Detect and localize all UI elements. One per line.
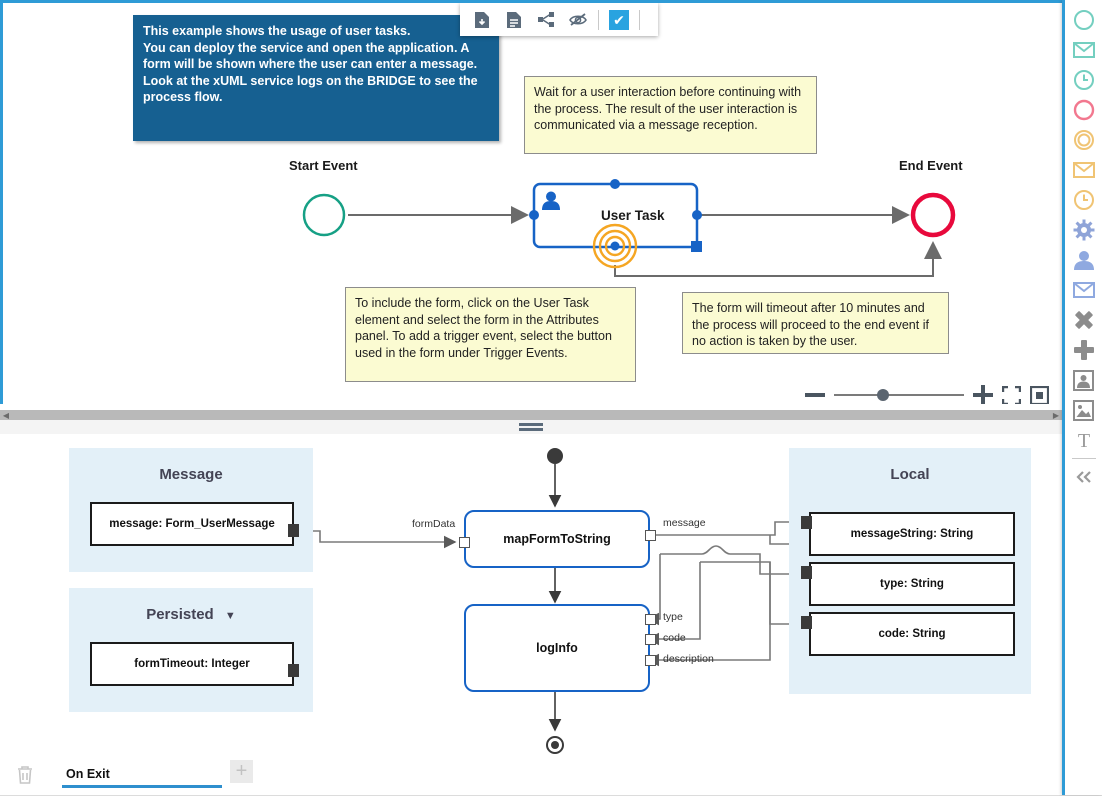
zoom-slider-top[interactable] (834, 389, 964, 401)
download-icon[interactable] (466, 7, 498, 33)
action-input-pin-description[interactable] (645, 655, 656, 666)
validate-checkbox[interactable]: ✔ (603, 7, 635, 33)
object-pin[interactable] (801, 616, 812, 629)
bpmn-editor-pane[interactable]: Start Event End Event User Task This exa… (0, 0, 1062, 404)
service-task-tool[interactable] (1065, 215, 1102, 245)
zoom-slider-thumb[interactable] (877, 389, 890, 401)
bpmn-zoom-controls[interactable] (805, 385, 1049, 404)
user-task-tool[interactable] (1065, 245, 1102, 275)
scroll-left-arrow[interactable]: ◀ (2, 410, 10, 420)
start-event-tool[interactable] (1065, 5, 1102, 35)
message-start-event-tool[interactable] (1065, 35, 1102, 65)
action-input-pin[interactable] (459, 537, 470, 548)
message-intermediate-event-tool[interactable] (1065, 155, 1102, 185)
horizontal-scrollbar[interactable]: ◀ ▶ (0, 410, 1062, 420)
chevron-down-icon[interactable]: ▼ (224, 610, 236, 622)
start-event-label: Start Event (289, 158, 358, 173)
share-icon[interactable] (530, 7, 562, 33)
intermediate-event-tool[interactable] (1065, 125, 1102, 155)
object-node-messagestring[interactable]: messageString: String (809, 512, 1015, 556)
end-event-label: End Event (899, 158, 963, 173)
add-tab-button[interactable]: + (230, 760, 253, 783)
receive-task-tool[interactable] (1065, 275, 1102, 305)
image-tool[interactable] (1065, 395, 1102, 425)
diagram-toolbar[interactable]: ✔ (460, 3, 658, 36)
checkbox-check-icon: ✔ (609, 9, 629, 30)
toolbar-divider (598, 9, 599, 30)
fullscreen-icon[interactable] (1002, 385, 1021, 404)
scroll-right-arrow[interactable]: ▶ (1052, 410, 1060, 420)
action-input-pin-code[interactable] (645, 634, 656, 645)
zoom-out-icon[interactable] (805, 393, 825, 397)
bpmn-canvas[interactable]: Start Event End Event User Task This exa… (3, 3, 1062, 404)
object-pin[interactable] (801, 566, 812, 579)
object-pin[interactable] (801, 516, 812, 529)
element-palette[interactable]: T (1062, 0, 1102, 795)
action-input-pin-type[interactable] (645, 614, 656, 625)
note-wait[interactable]: Wait for a user interaction before conti… (524, 76, 817, 154)
panel-message-title: Message (159, 466, 223, 483)
object-node-message[interactable]: message: Form_UserMessage (90, 502, 294, 546)
bpmn-diagram (302, 179, 956, 277)
note-timeout[interactable]: The form will timeout after 10 minutes a… (682, 292, 949, 354)
action-loginfo[interactable]: logInfo (464, 604, 650, 692)
edge-label-formdata: formData (412, 518, 456, 530)
edge-label-code: code (663, 632, 686, 644)
object-node-formtimeout[interactable]: formTimeout: Integer (90, 642, 294, 686)
collapse-palette-button[interactable] (1065, 462, 1102, 492)
splitter-grip-icon (519, 423, 543, 431)
user-task-label: User Task (601, 208, 665, 223)
activity-diagram-pane[interactable]: Message message: Form_UserMessage Persis… (0, 434, 1062, 754)
pool-tool[interactable] (1065, 365, 1102, 395)
fit-to-screen-icon[interactable] (1030, 385, 1049, 404)
pane-splitter[interactable] (0, 420, 1062, 434)
tab-on-exit[interactable]: On Exit (62, 762, 222, 788)
parallel-gateway-tool[interactable] (1065, 335, 1102, 365)
object-node-type[interactable]: type: String (809, 562, 1015, 606)
panel-local-title: Local (890, 466, 930, 483)
timer-start-event-tool[interactable] (1065, 65, 1102, 95)
palette-divider (1071, 458, 1096, 459)
action-mapformtostring[interactable]: mapFormToString (464, 510, 650, 568)
gateway-tool[interactable] (1065, 305, 1102, 335)
action-output-pin[interactable] (645, 530, 656, 541)
object-pin[interactable] (288, 524, 299, 537)
document-icon[interactable] (498, 7, 530, 33)
bottom-tab-bar[interactable]: On Exit (0, 754, 1102, 796)
object-node-code[interactable]: code: String (809, 612, 1015, 656)
end-event-tool[interactable] (1065, 95, 1102, 125)
panel-persisted-title-text: Persisted (146, 606, 214, 623)
panel-persisted-title: Persisted ▼ (69, 606, 313, 623)
edge-label-type: type (663, 611, 683, 623)
edge-label-description: description (663, 653, 714, 665)
text-tool[interactable]: T (1065, 425, 1102, 455)
object-pin[interactable] (288, 664, 299, 677)
note-form[interactable]: To include the form, click on the User T… (345, 287, 636, 382)
hide-eye-icon[interactable] (562, 7, 594, 33)
timer-intermediate-event-tool[interactable] (1065, 185, 1102, 215)
note-info[interactable]: This example shows the usage of user tas… (133, 15, 499, 141)
edge-label-message: message (663, 517, 706, 529)
zoom-in-icon[interactable] (973, 385, 993, 404)
svg-text:T: T (1077, 430, 1089, 450)
trash-icon[interactable] (16, 765, 34, 790)
toolbar-divider-2 (639, 9, 640, 30)
